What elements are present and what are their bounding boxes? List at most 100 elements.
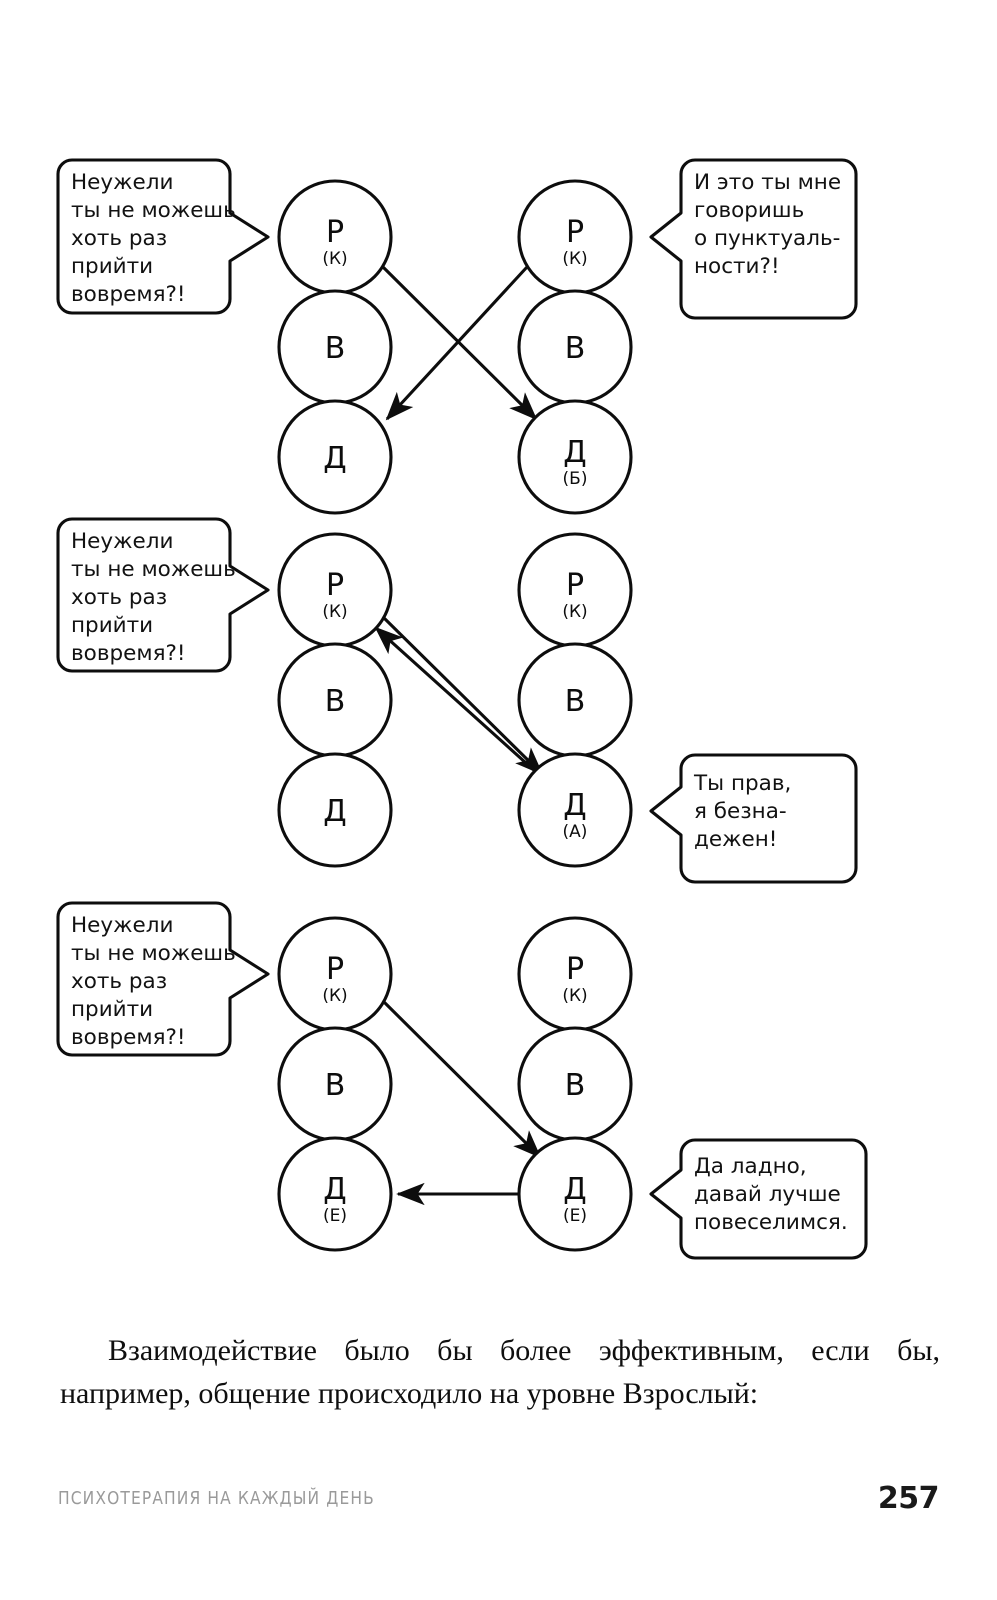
- bubble-line: Неужели: [71, 913, 173, 938]
- node-P-K: Р (К): [277, 532, 393, 648]
- node-letter: Р: [566, 215, 584, 250]
- arrow-left-parent-to-right-child: [381, 999, 542, 1159]
- bubble-line: я безна-: [694, 799, 787, 824]
- node-D-E: Д (Е): [517, 1136, 633, 1252]
- bubble-line: вовремя?!: [71, 282, 186, 307]
- diagram-3-right-column: Р (К) В Д (Е): [517, 916, 633, 1252]
- diagram-3-left-column: Р (К) В Д (Е): [277, 916, 393, 1252]
- body-paragraph: Взаимодействие было бы более эффективным…: [60, 1334, 940, 1410]
- footer-book-title: ПСИХОТЕРАПИЯ НА КАЖДЫЙ ДЕНЬ: [58, 1487, 375, 1509]
- node-sublabel: (К): [322, 249, 347, 269]
- speech-bubble-shape: [56, 901, 270, 1057]
- node-P-K: Р (К): [517, 916, 633, 1032]
- node-P-K: Р (К): [277, 916, 393, 1032]
- diagram-2-left-column: Р (К) В Д: [277, 532, 393, 868]
- diagram-2-right-bubble: Ты прав, я безна- дежен!: [649, 753, 858, 884]
- node-D: Д: [277, 399, 393, 515]
- speech-bubble-shape: [649, 1138, 868, 1260]
- bubble-line: Ты прав,: [693, 771, 791, 796]
- bubble-line: И это ты мне: [694, 170, 841, 195]
- bubble-line: повеселимся.: [694, 1210, 848, 1235]
- node-D: Д: [277, 752, 393, 868]
- node-letter: Д: [323, 794, 346, 829]
- diagram-1-right-column: Р (К) В Д (Б): [517, 179, 633, 515]
- transactional-analysis-diagrams: Неужели ты не можешь хоть раз прийти вов…: [56, 158, 868, 1260]
- node-sublabel: (К): [322, 602, 347, 622]
- bubble-line: прийти: [71, 997, 153, 1022]
- node-sublabel: (Е): [323, 1206, 347, 1226]
- bubble-line: хоть раз: [71, 226, 167, 251]
- node-sublabel: (Е): [563, 1206, 587, 1226]
- node-sublabel: (К): [562, 602, 587, 622]
- bubble-line: дежен!: [694, 827, 777, 852]
- node-letter: В: [325, 1068, 346, 1103]
- bubble-line: вовремя?!: [71, 1025, 186, 1050]
- node-V: В: [517, 289, 633, 405]
- node-letter: Р: [326, 568, 344, 603]
- diagram-2-right-column: Р (К) В Д (А): [517, 532, 633, 868]
- node-letter: Р: [326, 952, 344, 987]
- arrow-left-parent-to-right-child: [381, 615, 544, 776]
- node-D-A: Д (А): [517, 752, 633, 868]
- node-V: В: [277, 642, 393, 758]
- node-letter: Д: [563, 788, 586, 823]
- diagram-3-left-bubble: Неужели ты не можешь хоть раз прийти вов…: [56, 901, 270, 1057]
- bubble-line: ности?!: [694, 254, 780, 279]
- node-letter: Д: [563, 1172, 586, 1207]
- bubble-line: о пунктуаль-: [694, 226, 840, 251]
- diagram-2: Неужели ты не можешь хоть раз прийти вов…: [56, 517, 858, 884]
- diagram-3: Неужели ты не можешь хоть раз прийти вов…: [56, 901, 868, 1260]
- node-letter: Р: [566, 568, 584, 603]
- arrow-right-child-to-left-parent: [374, 626, 558, 792]
- diagram-1-right-bubble: И это ты мне говоришь о пунктуаль- ности…: [649, 158, 858, 320]
- arrow-left-parent-to-right-child: [381, 265, 538, 421]
- node-letter: Д: [323, 441, 346, 476]
- node-P-K: Р (К): [517, 179, 633, 295]
- node-sublabel: (А): [563, 822, 588, 842]
- node-letter: В: [565, 1068, 586, 1103]
- diagram-1-left-bubble: Неужели ты не можешь хоть раз прийти вов…: [56, 158, 270, 315]
- diagram-3-right-bubble: Да ладно, давай лучше повеселимся.: [649, 1138, 868, 1260]
- page-footer: ПСИХОТЕРАПИЯ НА КАЖДЫЙ ДЕНЬ 257: [58, 1478, 940, 1518]
- node-sublabel: (К): [562, 249, 587, 269]
- bubble-line: ты не можешь: [71, 198, 236, 223]
- node-V: В: [277, 289, 393, 405]
- node-letter: В: [565, 331, 586, 366]
- speech-bubble-shape: [649, 158, 858, 320]
- diagram-1-left-column: Р (К) В Д: [277, 179, 393, 515]
- node-letter: В: [325, 684, 346, 719]
- node-D-E: Д (Е): [277, 1136, 393, 1252]
- node-sublabel: (К): [562, 986, 587, 1006]
- bubble-line: прийти: [71, 254, 153, 279]
- bubble-line: вовремя?!: [71, 641, 186, 666]
- node-P-K: Р (К): [517, 532, 633, 648]
- node-V: В: [277, 1026, 393, 1142]
- page-number: 257: [877, 1480, 940, 1516]
- node-letter: В: [325, 331, 346, 366]
- node-letter: Р: [326, 215, 344, 250]
- node-letter: Д: [563, 435, 586, 470]
- bubble-line: хоть раз: [71, 969, 167, 994]
- bubble-line: прийти: [71, 613, 153, 638]
- node-sublabel: (Б): [563, 469, 588, 489]
- speech-bubble-shape: [56, 158, 270, 315]
- speech-bubble-shape: [56, 517, 270, 673]
- diagram-1: Неужели ты не можешь хоть раз прийти вов…: [56, 158, 858, 515]
- node-sublabel: (К): [322, 986, 347, 1006]
- node-D-B: Д (Б): [517, 399, 633, 515]
- bubble-line: Неужели: [71, 170, 173, 195]
- bubble-line: говоришь: [694, 198, 804, 223]
- node-P-K: Р (К): [277, 179, 393, 295]
- arrow-right-parent-to-left-child: [385, 265, 529, 421]
- bubble-line: Неужели: [71, 529, 173, 554]
- diagram-2-left-bubble: Неужели ты не можешь хоть раз прийти вов…: [56, 517, 270, 673]
- node-letter: В: [565, 684, 586, 719]
- speech-bubble-shape: [649, 753, 858, 884]
- bubble-line: давай лучше: [694, 1182, 841, 1207]
- bubble-line: хоть раз: [71, 585, 167, 610]
- bubble-line: ты не можешь: [71, 941, 236, 966]
- bubble-line: ты не можешь: [71, 557, 236, 582]
- node-V: В: [517, 1026, 633, 1142]
- bubble-line: Да ладно,: [694, 1154, 807, 1179]
